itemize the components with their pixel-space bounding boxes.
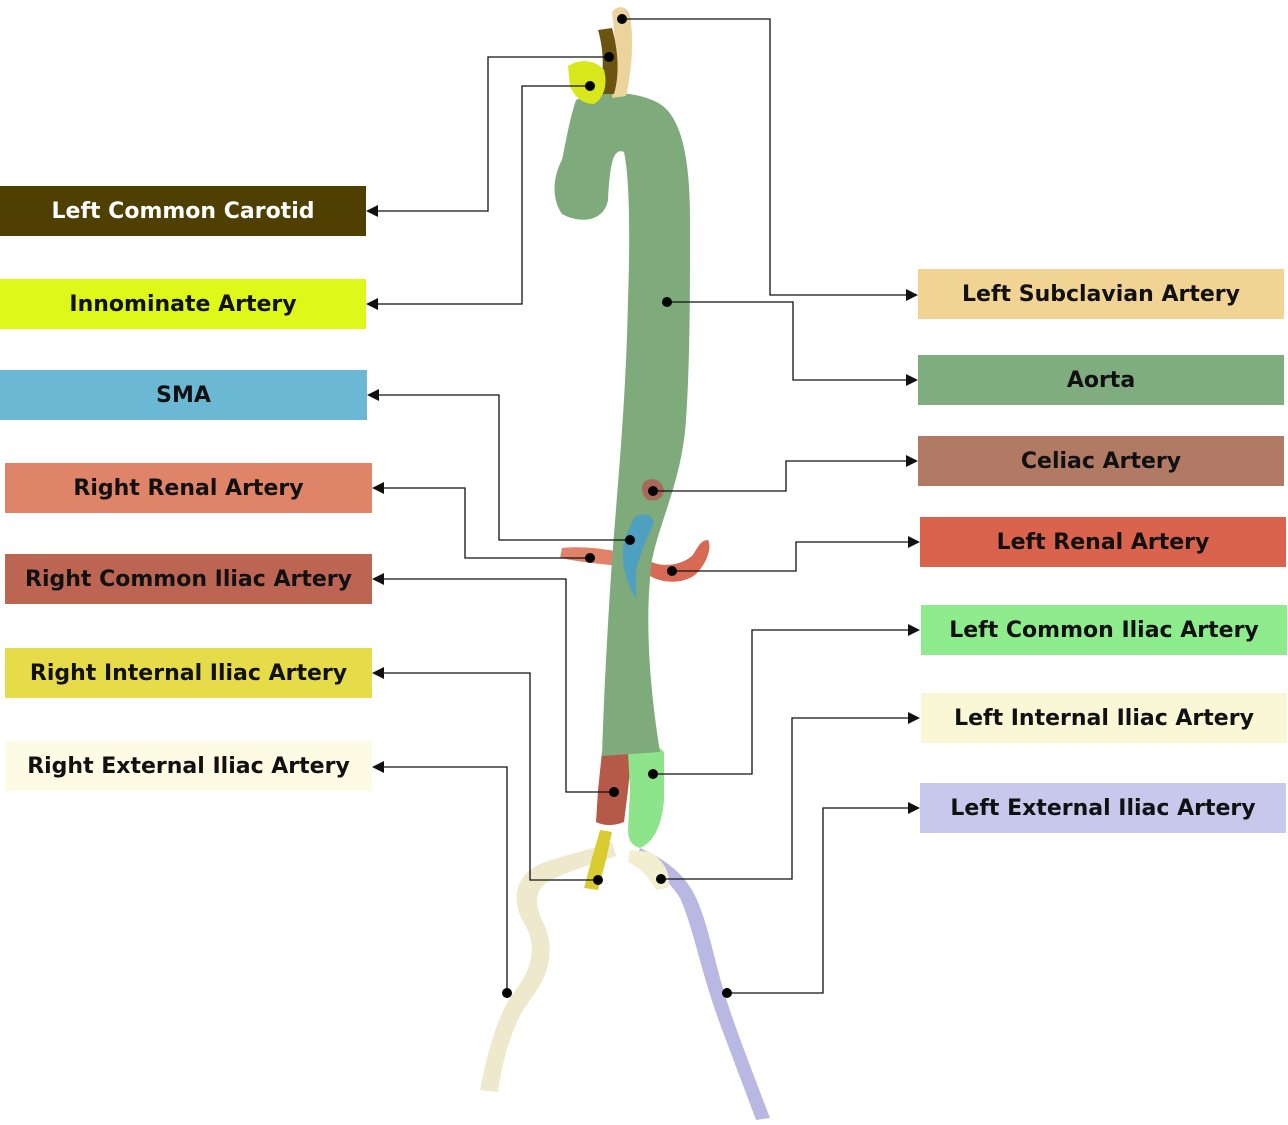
anchor-dot [585,553,595,563]
anchor-dot [648,486,658,496]
arrowhead [906,289,918,301]
leader-celiac [653,460,912,492]
arrowhead [908,624,920,636]
anchor-dot [648,769,658,779]
right-internal-iliac-vessel [584,830,612,890]
arrowhead [366,298,378,310]
anchor-dot [604,52,614,62]
anchor-dot [656,874,666,884]
arrowhead [908,712,920,724]
anchor-dot [617,14,627,24]
leader-left-internal-iliac [661,717,914,880]
leader-left-external-iliac [727,807,914,994]
arrowhead [367,389,379,401]
arrowhead [908,802,920,814]
leader-aorta [667,301,912,381]
arrowhead [906,455,918,467]
leader-right-internal-iliac [378,672,598,881]
leader-right-external-iliac [378,766,508,993]
leader-innominate [372,85,590,305]
anchor-dot [585,81,595,91]
label-innominate-artery: Innominate Artery [0,279,366,329]
label-left-external-iliac-artery: Left External Iliac Artery [920,783,1286,833]
label-sma: SMA [0,370,367,420]
label-left-subclavian-artery: Left Subclavian Artery [918,269,1284,319]
left-common-iliac-vessel [628,744,664,848]
left-external-iliac-vessel [636,848,770,1120]
left-internal-iliac-vessel [628,850,669,890]
leader-right-common-iliac [378,578,614,793]
arrowhead [372,573,384,585]
anchor-dots [502,14,732,998]
label-left-renal-artery: Left Renal Artery [920,517,1286,567]
anchor-dot [609,787,619,797]
anchor-dot [625,535,635,545]
arrowhead [372,761,384,773]
label-right-common-iliac-artery: Right Common Iliac Artery [5,554,372,604]
label-aorta: Aorta [918,355,1284,405]
anchor-dot [722,988,732,998]
leader-left-renal [672,541,914,572]
leader-left-common-carotid [372,56,609,212]
leader-left-common-iliac [653,629,914,775]
arrowhead [906,374,918,386]
anchor-dot [502,988,512,998]
arrowheads [366,205,920,814]
label-left-common-iliac-artery: Left Common Iliac Artery [921,605,1287,655]
anchor-dot [662,297,672,307]
anchor-dot [593,875,603,885]
label-celiac-artery: Celiac Artery [918,436,1284,486]
vessel-model [480,7,770,1120]
leader-sma [372,394,630,541]
label-right-renal-artery: Right Renal Artery [5,463,372,513]
label-right-internal-iliac-artery: Right Internal Iliac Artery [5,648,372,698]
aorta-vessel [554,92,690,756]
arrowhead [908,536,920,548]
leader-left-subclavian [622,18,912,296]
right-external-iliac-vessel [480,842,616,1092]
label-right-external-iliac-artery: Right External Iliac Artery [5,741,372,791]
leader-lines [372,18,914,994]
left-renal-vessel [648,540,710,582]
leader-right-renal [378,487,590,559]
label-left-common-carotid: Left Common Carotid [0,186,366,236]
arrowhead [372,482,384,494]
anchor-dot [667,566,677,576]
arrowhead [372,667,384,679]
arrowhead [366,205,378,217]
label-left-internal-iliac-artery: Left Internal Iliac Artery [921,693,1287,743]
